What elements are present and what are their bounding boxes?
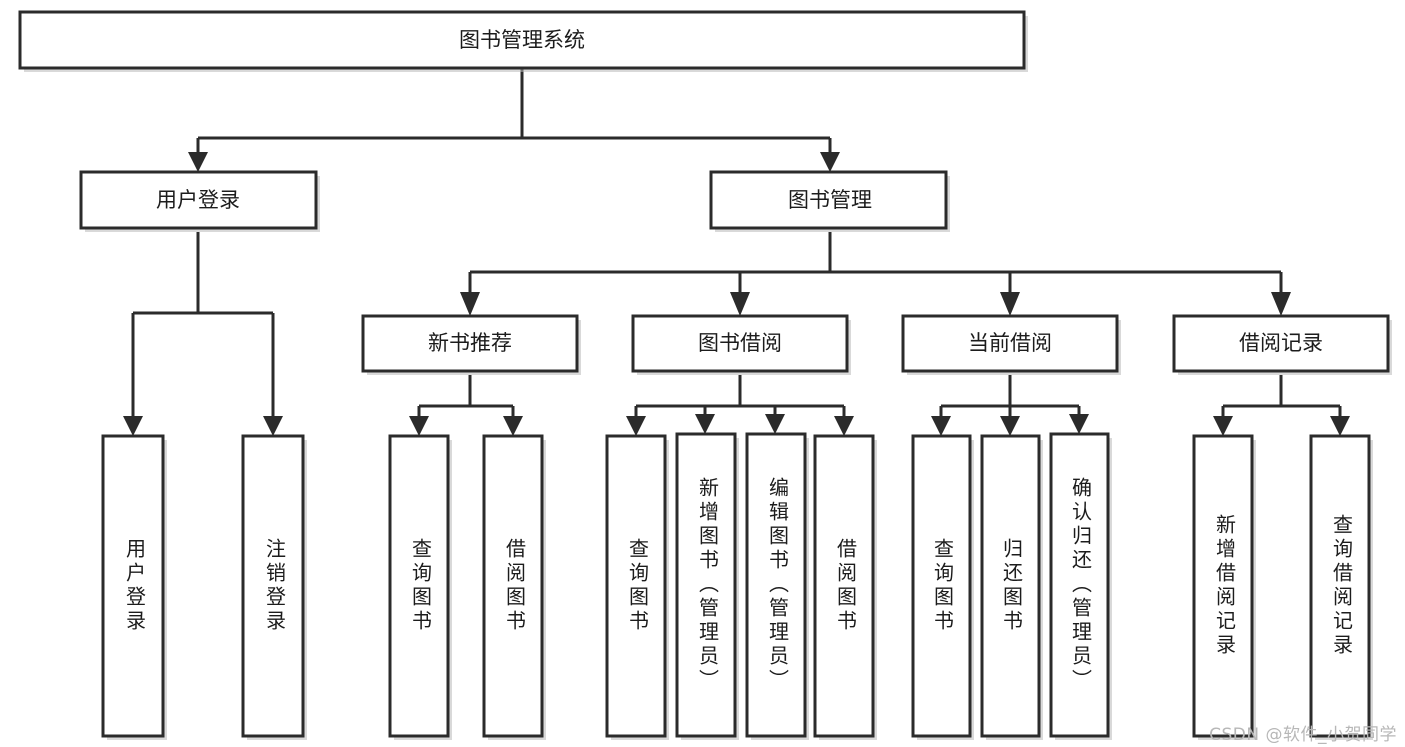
arrowhead-to-leaf-query-book-1 bbox=[409, 416, 429, 436]
leaf-borrow-book-2-box bbox=[813, 434, 875, 738]
leaf-borrow-book-1-box bbox=[482, 434, 544, 738]
leaf-query-book-3-label: 查询图书 bbox=[931, 538, 955, 634]
edge-borrow-record-to-leaves bbox=[1221, 375, 1342, 424]
node-new-book-rec[interactable]: 新书推荐 bbox=[361, 314, 581, 375]
arrowhead-to-book-manage bbox=[820, 152, 840, 172]
current-borrow-box bbox=[901, 314, 1119, 373]
new-book-rec-box bbox=[361, 314, 579, 373]
leaf-query-borrow-record-label: 查询借阅记录 bbox=[1330, 514, 1354, 658]
borrow-record-label: 借阅记录 bbox=[1239, 331, 1323, 355]
node-leaf-query-book-1[interactable]: 查询图书 bbox=[388, 434, 452, 740]
arrowhead-to-book-borrow bbox=[730, 292, 750, 316]
node-leaf-borrow-book-1[interactable]: 借阅图书 bbox=[482, 434, 546, 740]
book-borrow-box bbox=[631, 314, 849, 373]
connectors bbox=[123, 68, 1350, 436]
leaf-add-book-admin-box bbox=[675, 432, 737, 738]
edge-current-borrow-to-leaves bbox=[939, 375, 1081, 424]
edge-user-login-to-leaves bbox=[131, 232, 275, 424]
node-book-borrow[interactable]: 图书借阅 bbox=[631, 314, 851, 375]
node-current-borrow[interactable]: 当前借阅 bbox=[901, 314, 1121, 375]
user-login-box bbox=[79, 170, 318, 230]
leaf-borrow-book-2-label: 借阅图书 bbox=[834, 538, 858, 634]
book-manage-label: 图书管理 bbox=[788, 188, 872, 212]
node-root[interactable]: 图书管理系统 bbox=[18, 10, 1028, 72]
node-leaf-add-borrow-record[interactable]: 新增借阅记录 bbox=[1192, 434, 1256, 740]
leaf-query-book-2-label: 查询图书 bbox=[626, 538, 650, 634]
root-box bbox=[18, 10, 1026, 70]
root-label: 图书管理系统 bbox=[459, 28, 585, 52]
arrowhead-to-leaf-return-book bbox=[1000, 416, 1020, 436]
arrowhead-to-leaf-edit-book-admin bbox=[765, 414, 785, 434]
node-leaf-query-book-3[interactable]: 查询图书 bbox=[911, 434, 974, 740]
node-user-login[interactable]: 用户登录 bbox=[79, 170, 320, 232]
arrowhead-to-leaf-add-borrow-record bbox=[1213, 416, 1233, 436]
arrowhead-to-leaf-user-login bbox=[123, 416, 143, 436]
node-leaf-logout[interactable]: 注销登录 bbox=[241, 434, 307, 740]
current-borrow-label: 当前借阅 bbox=[968, 331, 1052, 355]
book-borrow-label: 图书借阅 bbox=[698, 331, 782, 355]
node-leaf-edit-book-admin[interactable]: 编辑图书（管理员） bbox=[745, 432, 809, 740]
edge-new-book-rec-to-leaves bbox=[417, 375, 515, 424]
borrow-record-box bbox=[1172, 314, 1390, 373]
node-leaf-query-book-2[interactable]: 查询图书 bbox=[605, 434, 669, 740]
leaf-add-borrow-record-box bbox=[1192, 434, 1254, 738]
leaf-user-login-label: 用户登录 bbox=[123, 538, 147, 634]
leaf-query-book-1-box bbox=[388, 434, 450, 738]
arrowhead-to-borrow-record bbox=[1271, 292, 1291, 316]
arrowhead-to-new-book-rec bbox=[460, 292, 480, 316]
leaf-logout-label: 注销登录 bbox=[263, 538, 287, 634]
leaf-query-book-3-box bbox=[911, 434, 972, 738]
leaf-add-borrow-record-label: 新增借阅记录 bbox=[1213, 514, 1237, 658]
leaf-edit-book-admin-label: 编辑图书（管理员） bbox=[766, 477, 790, 693]
leaf-edit-book-admin-box bbox=[745, 432, 807, 738]
leaf-confirm-return-admin-box bbox=[1049, 432, 1110, 738]
arrowhead-to-current-borrow bbox=[1000, 292, 1020, 316]
leaf-query-book-1-label: 查询图书 bbox=[409, 538, 433, 634]
node-leaf-confirm-return-admin[interactable]: 确认归还（管理员） bbox=[1049, 432, 1112, 740]
edge-book-borrow-to-leaves bbox=[634, 375, 846, 424]
leaf-add-book-admin-label: 新增图书（管理员） bbox=[696, 477, 720, 693]
node-leaf-borrow-book-2[interactable]: 借阅图书 bbox=[813, 434, 877, 740]
node-leaf-return-book[interactable]: 归还图书 bbox=[980, 434, 1043, 740]
arrowhead-to-leaf-query-borrow-record bbox=[1330, 416, 1350, 436]
node-book-manage[interactable]: 图书管理 bbox=[709, 170, 950, 232]
arrowhead-to-leaf-query-book-3 bbox=[931, 416, 951, 436]
arrowhead-to-leaf-query-book-2 bbox=[626, 416, 646, 436]
arrowhead-to-leaf-borrow-book-1 bbox=[503, 416, 523, 436]
arrowhead-to-leaf-logout bbox=[263, 416, 283, 436]
user-login-label: 用户登录 bbox=[156, 188, 240, 212]
arrowhead-to-user-login bbox=[188, 152, 208, 172]
leaf-confirm-return-admin-label: 确认归还（管理员） bbox=[1069, 477, 1093, 693]
arrowhead-to-leaf-confirm-return-admin bbox=[1069, 414, 1089, 434]
leaf-query-borrow-record-box bbox=[1309, 434, 1371, 738]
arrowhead-to-leaf-borrow-book-2 bbox=[834, 416, 854, 436]
leaf-return-book-label: 归还图书 bbox=[1000, 538, 1024, 634]
node-leaf-user-login[interactable]: 用户登录 bbox=[101, 434, 167, 740]
leaf-borrow-book-1-label: 借阅图书 bbox=[503, 538, 527, 634]
edge-root-to-level2-bus bbox=[196, 68, 832, 160]
leaf-user-login-box bbox=[101, 434, 165, 738]
edge-book-manage-to-level3-bus bbox=[468, 232, 1283, 296]
arrowhead-to-leaf-add-book-admin bbox=[695, 414, 715, 434]
node-leaf-add-book-admin[interactable]: 新增图书（管理员） bbox=[675, 432, 739, 740]
book-manage-box bbox=[709, 170, 948, 230]
leaf-query-book-2-box bbox=[605, 434, 667, 738]
new-book-rec-label: 新书推荐 bbox=[428, 331, 512, 355]
leaf-return-book-box bbox=[980, 434, 1041, 738]
node-leaf-query-borrow-record[interactable]: 查询借阅记录 bbox=[1309, 434, 1373, 740]
node-borrow-record[interactable]: 借阅记录 bbox=[1172, 314, 1392, 375]
leaf-logout-box bbox=[241, 434, 305, 738]
